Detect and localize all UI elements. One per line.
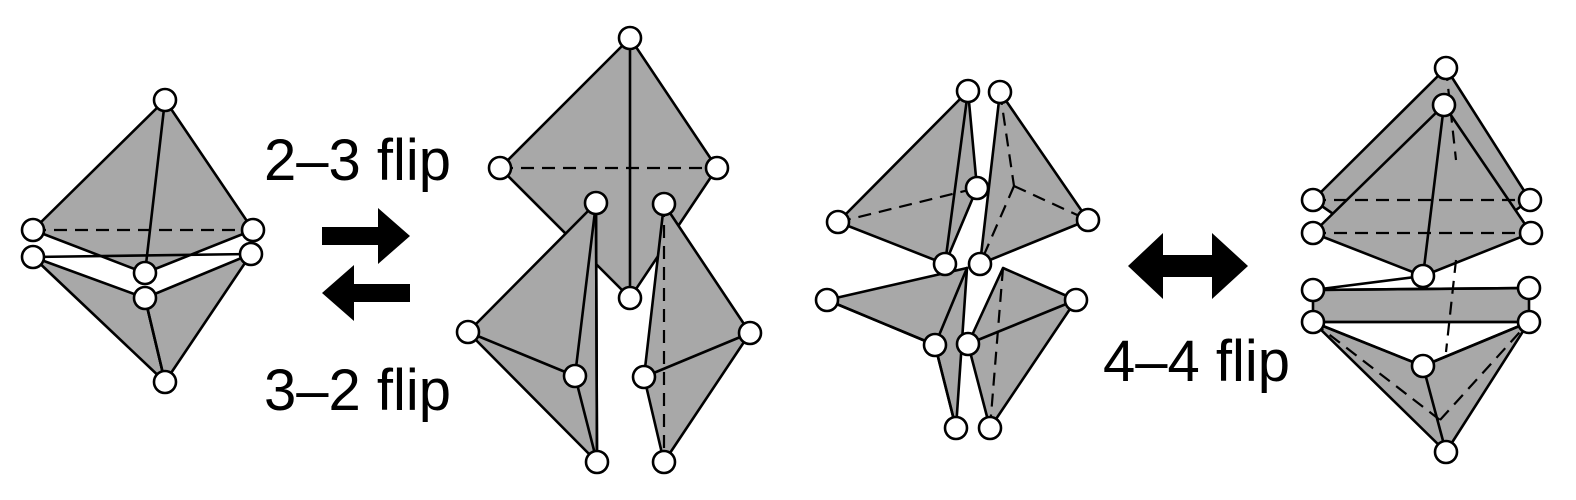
vertex: [152, 369, 178, 395]
four-tetrahedra-figure-a: [814, 78, 1101, 441]
vertex: [1431, 92, 1457, 118]
edge: [933, 343, 958, 430]
edge: [943, 89, 970, 266]
vertex: [1410, 263, 1436, 289]
vertex: [1433, 55, 1459, 81]
vertex: [1063, 287, 1089, 313]
tetra-top-face: [31, 98, 255, 275]
edge: [1311, 320, 1425, 368]
hidden-edge: [1013, 185, 1089, 221]
vertex: [617, 285, 643, 311]
vertex: [987, 79, 1013, 105]
three-tetrahedra-figure: [455, 25, 763, 475]
vertex: [1300, 309, 1326, 335]
vertex: [922, 332, 948, 358]
flip-3-2-label: 3–2 flip: [264, 358, 452, 423]
edge: [31, 252, 253, 259]
vertex: [1410, 353, 1436, 379]
vertex: [825, 209, 851, 235]
vertex: [932, 251, 958, 277]
vertex: [1075, 207, 1101, 233]
vertex: [1300, 187, 1326, 213]
vertex: [20, 244, 46, 270]
vertex: [631, 364, 657, 390]
edge: [642, 331, 752, 379]
vertex: [1516, 275, 1542, 301]
edge: [1311, 286, 1531, 292]
double-arrow-icon: [1128, 233, 1248, 299]
vertex: [487, 155, 513, 181]
vertex: [1516, 309, 1542, 335]
hidden-edge: [978, 185, 1016, 265]
vertex: [814, 287, 840, 313]
hidden-edge: [998, 91, 1016, 187]
hidden-edge: [1312, 321, 1441, 421]
vertex: [240, 217, 266, 243]
vertex: [977, 415, 1003, 441]
vertex: [238, 241, 264, 267]
tetra-face: [966, 266, 1078, 430]
vertex: [955, 78, 981, 104]
vertex: [704, 155, 730, 181]
edge: [573, 201, 598, 378]
edge: [1421, 364, 1448, 454]
vertex: [651, 191, 677, 217]
vertex: [152, 87, 178, 113]
vertex: [132, 260, 158, 286]
vertex: [617, 25, 643, 51]
left-arrow-icon: [322, 265, 410, 321]
vertex: [1300, 220, 1326, 246]
vertex: [20, 217, 46, 243]
hidden-edge: [1444, 259, 1458, 353]
vertex: [583, 190, 609, 216]
hidden-edge: [1439, 321, 1530, 421]
tetra-face: [978, 90, 1090, 266]
vertex: [955, 331, 981, 357]
vertex: [1433, 439, 1459, 465]
hidden-edge: [988, 267, 1005, 429]
tetra-face: [642, 202, 752, 464]
edge: [966, 298, 1078, 346]
edge: [143, 98, 167, 275]
edge: [143, 296, 167, 384]
vertex: [737, 320, 763, 346]
vertex: [1517, 187, 1543, 213]
vertex: [651, 449, 677, 475]
two-tetrahedra-figure: [20, 87, 266, 395]
edge: [1421, 103, 1446, 278]
four-tetrahedra-figure-b: [1300, 55, 1544, 465]
tetra-face: [466, 201, 599, 464]
vertex: [967, 251, 993, 277]
vertex: [562, 363, 588, 389]
vertex: [1300, 277, 1326, 303]
edge: [933, 266, 969, 347]
tetra-face: [1311, 286, 1531, 324]
vertex: [1518, 220, 1544, 246]
edge: [466, 330, 577, 378]
edge: [825, 298, 937, 347]
vertex: [964, 175, 990, 201]
vertex: [584, 449, 610, 475]
edge: [573, 374, 599, 464]
hidden-edge: [837, 186, 978, 224]
flip-4-4-label: 4–4 flip: [1103, 329, 1291, 394]
edge: [594, 201, 599, 464]
vertex: [132, 285, 158, 311]
tetra-face: [1311, 320, 1531, 454]
edge: [1311, 274, 1425, 292]
edge: [1421, 320, 1531, 368]
vertex: [943, 415, 969, 441]
right-arrow-icon: [322, 208, 410, 264]
flip-2-3-label: 2–3 flip: [264, 128, 452, 193]
vertex: [455, 319, 481, 345]
